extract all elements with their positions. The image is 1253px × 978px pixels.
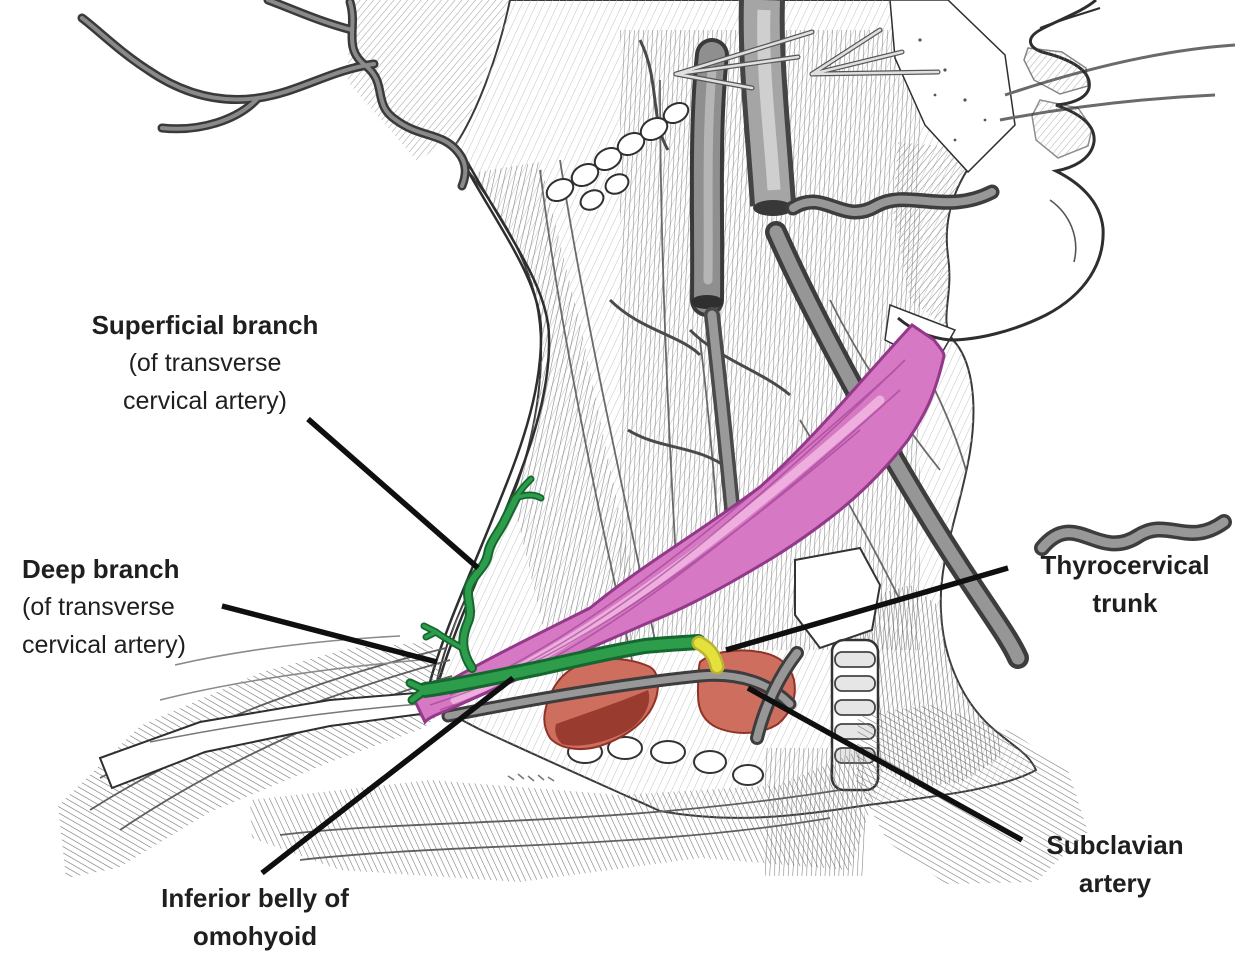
- label-deep-branch-sub2: cervical artery): [22, 631, 186, 659]
- vertebrae-nodules: [545, 101, 690, 211]
- label-superficial-branch-sub2: cervical artery): [123, 387, 287, 415]
- label-inferior-belly-title: Inferior belly of: [161, 883, 349, 913]
- shoulder-texture-right: [856, 705, 1088, 884]
- label-thyrocervical-title: Thyrocervical: [1040, 550, 1210, 580]
- leader-line-subclavian-artery: [746, 685, 1024, 843]
- label-thyrocervical-sub1: trunk: [1092, 588, 1158, 618]
- chin-shading: [1049, 199, 1077, 263]
- label-subclavian-sub1: artery: [1078, 868, 1152, 898]
- sternal-strip-texture: [765, 748, 865, 876]
- label-superficial-branch: Superficial branch (of transverse cervic…: [40, 306, 370, 420]
- label-superficial-branch-title: Superficial branch: [91, 310, 319, 340]
- chest-texture: [250, 750, 885, 882]
- face-profile: [897, 0, 1105, 342]
- label-subclavian-artery: Subclavian artery: [1005, 826, 1225, 902]
- leader-line-deep-branch: [221, 603, 438, 665]
- leader-line-inferior-belly: [260, 675, 515, 876]
- label-inferior-belly: Inferior belly of omohyoid: [120, 879, 390, 955]
- label-subclavian-title: Subclavian: [1046, 830, 1184, 860]
- lower-lip: [1031, 99, 1093, 159]
- label-inferior-belly-sub1: omohyoid: [192, 921, 318, 951]
- leader-lines: [221, 416, 1024, 876]
- label-deep-branch: Deep branch (of transverse cervical arte…: [22, 550, 186, 664]
- deep-branch-highlight: [405, 634, 706, 705]
- label-thyrocervical-trunk: Thyrocervical trunk: [1005, 546, 1245, 622]
- leader-line-superficial-branch: [306, 416, 480, 571]
- mandible-band: [889, 0, 1016, 174]
- engraver-marks: [507, 773, 555, 782]
- facial-artery: [785, 184, 1000, 220]
- transverse-cervical-artery-highlight: [405, 475, 706, 705]
- nose-base-line: [1039, 7, 1101, 29]
- fascia-threads: [159, 635, 421, 701]
- thyrocervical-trunk-highlight: [691, 635, 725, 675]
- jugular-vein: [738, 0, 796, 216]
- label-superficial-branch-sub1: (of transverse: [128, 349, 282, 377]
- nerve-prongs: [673, 27, 1236, 122]
- engraving-background: [58, 0, 1236, 884]
- label-deep-branch-title: Deep branch: [22, 554, 180, 584]
- occipital-branch-vessel: [1034, 514, 1232, 556]
- leader-line-thyrocervical-trunk: [725, 565, 1009, 653]
- external-jugular-vessel: [765, 221, 1029, 669]
- upper-lip: [1023, 47, 1089, 95]
- nape-texture: [348, 0, 510, 162]
- carotid-artery: [689, 38, 743, 548]
- suprascapular-vessel: [441, 668, 797, 723]
- superficial-branch-highlight: [420, 475, 545, 673]
- label-deep-branch-sub1: (of transverse: [22, 593, 175, 621]
- vertebral-vessel: [750, 646, 804, 745]
- occipital-artery: [77, 0, 470, 191]
